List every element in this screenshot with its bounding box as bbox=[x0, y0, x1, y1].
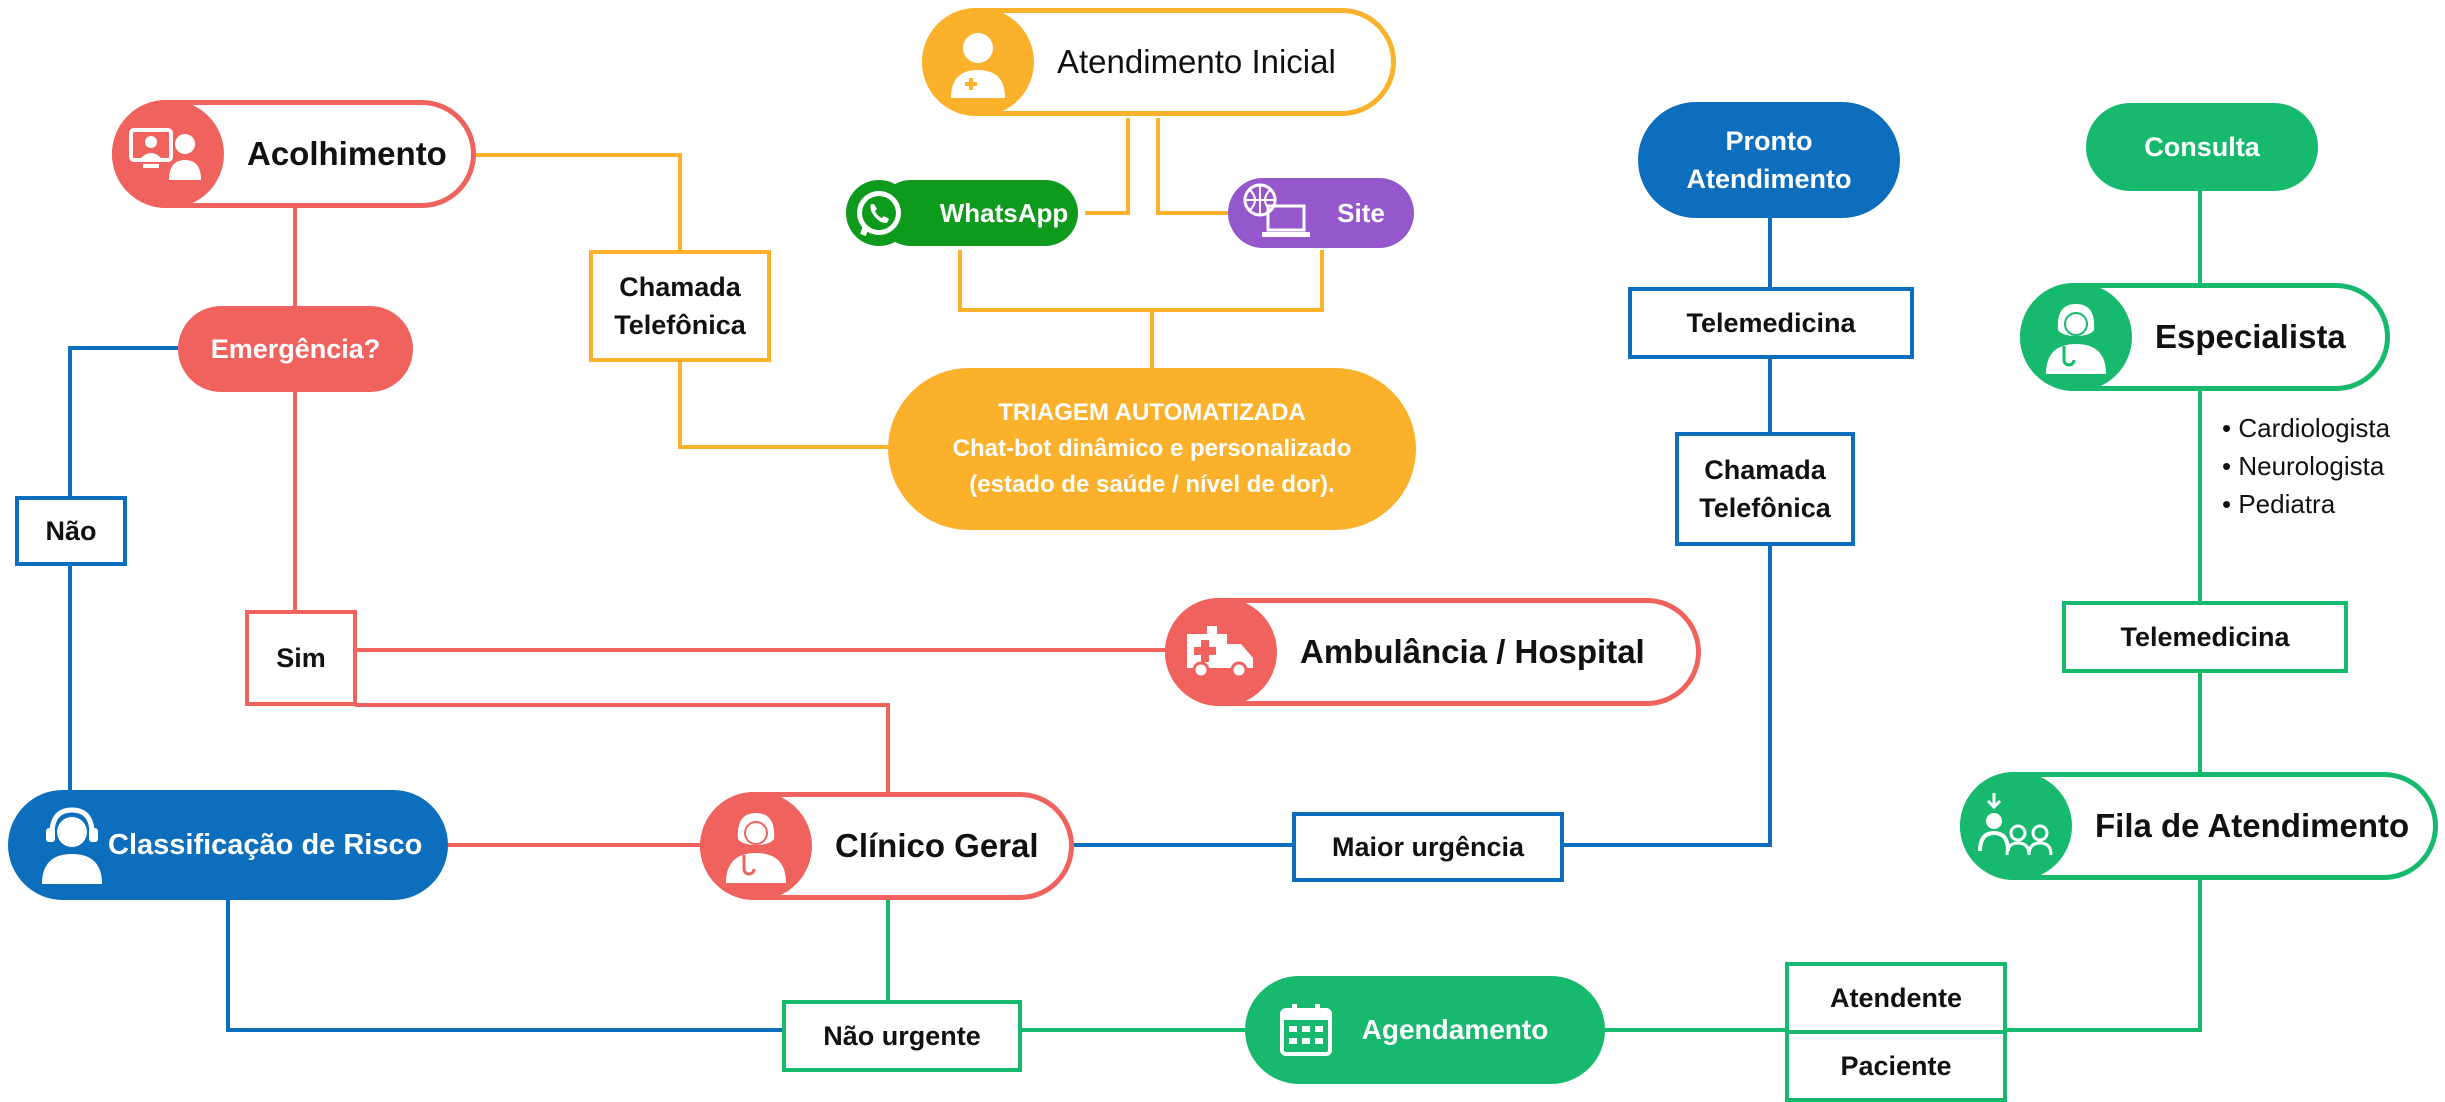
maior-urgencia-box: Maior urgência bbox=[1292, 812, 1564, 882]
especialidades-list: • Cardiologista • Neurologista • Pediatr… bbox=[2222, 409, 2390, 523]
nao-label: Não bbox=[45, 516, 97, 546]
site-label: Site bbox=[1337, 197, 1385, 228]
especialista-node: Especialista bbox=[2020, 283, 2390, 391]
pronto-atendimento-node: Pronto Atendimento bbox=[1638, 102, 1900, 218]
chamada-telefonica-right-box: Chamada Telefônica bbox=[1675, 432, 1855, 546]
laptop-globe-icon bbox=[1238, 180, 1318, 246]
clinico-geral-label: Clínico Geral bbox=[835, 827, 1039, 864]
list-item: • Cardiologista bbox=[2222, 413, 2391, 443]
paciente-box: Paciente bbox=[1785, 1030, 2007, 1102]
acolhimento-label: Acolhimento bbox=[247, 135, 447, 172]
ambulancia-node: Ambulância / Hospital bbox=[1165, 598, 1701, 706]
triagem-line3: (estado de saúde / nível de dor). bbox=[969, 471, 1335, 498]
whatsapp-icon bbox=[846, 180, 912, 246]
telemedicina-blue-box: Telemedicina bbox=[1628, 287, 1914, 359]
nao-urgente-box: Não urgente bbox=[782, 1000, 1022, 1072]
calendar-icon bbox=[1278, 1002, 1334, 1058]
emergencia-node: Emergência? bbox=[178, 306, 413, 392]
doctor-female-icon-green bbox=[2020, 283, 2132, 391]
chamada-telefonica-left-line2: Telefônica bbox=[614, 310, 746, 340]
nao-urgente-label: Não urgente bbox=[823, 1021, 981, 1051]
pronto-atendimento-line2: Atendimento bbox=[1686, 164, 1852, 194]
whatsapp-label: WhatsApp bbox=[939, 197, 1069, 228]
sim-box: Sim bbox=[245, 610, 357, 706]
paciente-label: Paciente bbox=[1840, 1051, 1952, 1081]
triagem-line2: Chat-bot dinâmico e personalizado bbox=[952, 435, 1352, 462]
headset-operator-icon bbox=[34, 806, 110, 884]
list-item: • Neurologista bbox=[2222, 451, 2385, 481]
maior-urgencia-label: Maior urgência bbox=[1331, 832, 1525, 862]
telemedicina-green-label: Telemedicina bbox=[2120, 622, 2290, 652]
ambulance-icon bbox=[1165, 598, 1277, 706]
agendamento-label: Agendamento bbox=[1361, 1014, 1549, 1045]
consulta-node: Consulta bbox=[2086, 103, 2318, 191]
list-item: • Pediatra bbox=[2222, 489, 2336, 519]
chamada-telefonica-right-line1: Chamada bbox=[1704, 455, 1826, 485]
queue-people-icon bbox=[1960, 772, 2072, 880]
atendimento-inicial-node: Atendimento Inicial bbox=[922, 8, 1396, 116]
telemedicina-blue-label: Telemedicina bbox=[1686, 308, 1856, 338]
acolhimento-node: Acolhimento bbox=[112, 100, 476, 208]
sim-label: Sim bbox=[276, 643, 326, 673]
emergencia-label: Emergência? bbox=[210, 333, 381, 364]
fila-atendimento-label: Fila de Atendimento bbox=[2095, 807, 2410, 844]
atendente-box: Atendente bbox=[1785, 962, 2007, 1034]
classificacao-label: Classificação de Risco bbox=[108, 828, 423, 861]
chamada-telefonica-left-box: Chamada Telefônica bbox=[589, 250, 771, 362]
chamada-telefonica-left-line1: Chamada bbox=[619, 272, 741, 302]
pronto-atendimento-line1: Pronto bbox=[1725, 126, 1813, 156]
especialista-label: Especialista bbox=[2155, 318, 2346, 355]
atendente-label: Atendente bbox=[1829, 983, 1962, 1013]
video-call-icon bbox=[112, 100, 224, 208]
fila-atendimento-node: Fila de Atendimento bbox=[1960, 772, 2438, 880]
telemedicina-green-box: Telemedicina bbox=[2062, 601, 2348, 673]
doctor-icon bbox=[922, 8, 1034, 116]
triagem-line1: TRIAGEM AUTOMATIZADA bbox=[998, 399, 1306, 426]
triagem-node: TRIAGEM AUTOMATIZADA Chat-bot dinâmico e… bbox=[888, 368, 1416, 530]
nao-box: Não bbox=[15, 496, 127, 566]
consulta-label: Consulta bbox=[2144, 131, 2260, 162]
atendimento-inicial-label: Atendimento Inicial bbox=[1057, 43, 1336, 80]
chamada-telefonica-right-line2: Telefônica bbox=[1699, 493, 1831, 523]
doctor-female-icon bbox=[700, 792, 812, 900]
ambulancia-label: Ambulância / Hospital bbox=[1300, 633, 1645, 670]
clinico-geral-node: Clínico Geral bbox=[700, 792, 1074, 900]
